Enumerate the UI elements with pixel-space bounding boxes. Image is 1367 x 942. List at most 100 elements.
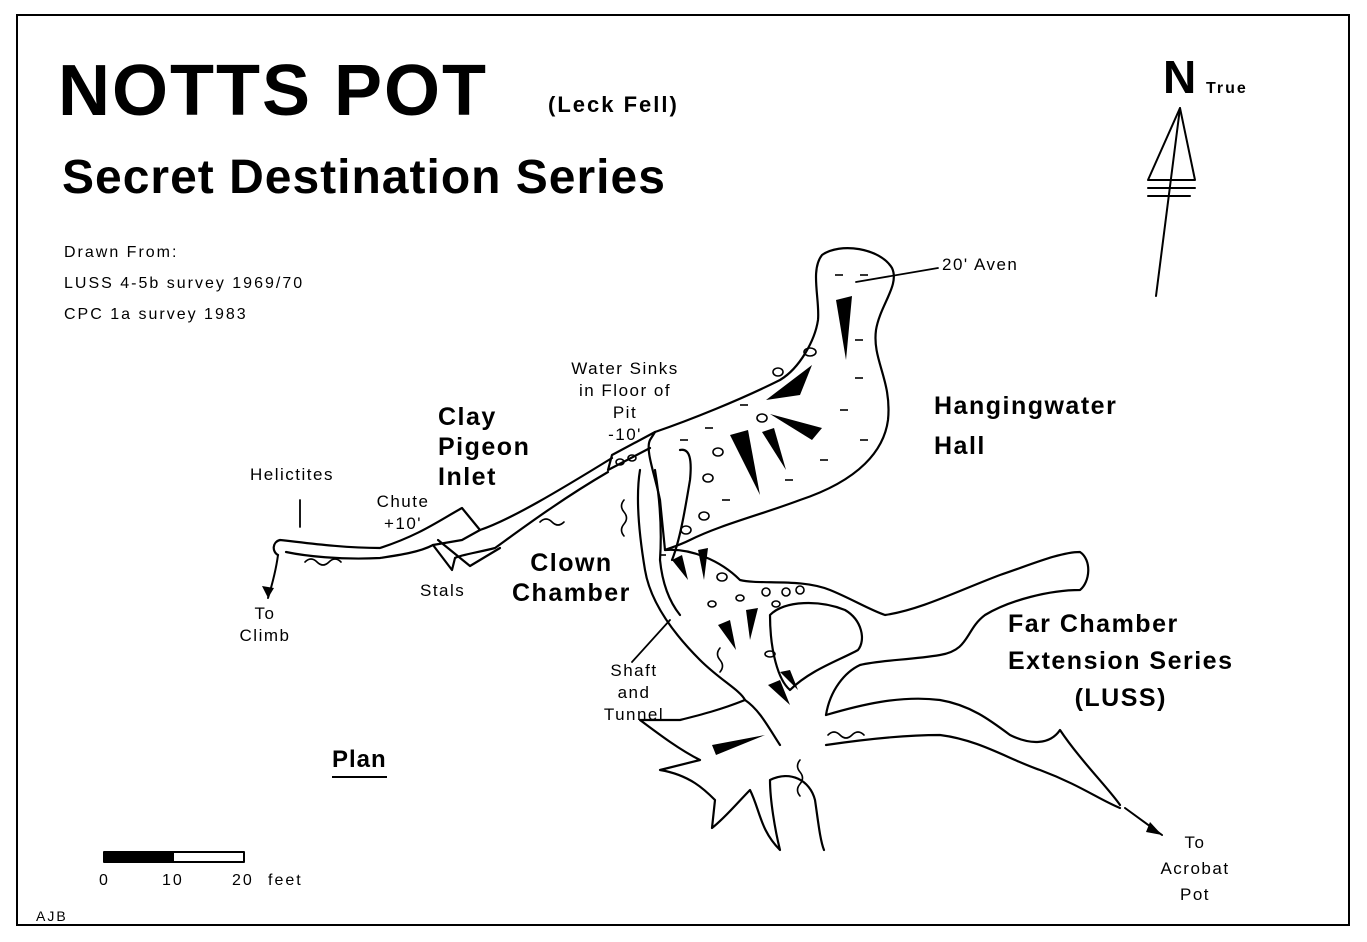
shaft-inner-wall bbox=[653, 468, 682, 617]
aven-tube bbox=[670, 448, 692, 562]
stals-label: Stals bbox=[420, 581, 466, 600]
chute-line1: Chute bbox=[376, 492, 430, 511]
scale-tick-10: 10 bbox=[162, 872, 184, 889]
lower-passage-east bbox=[824, 697, 1122, 807]
helictites-label: Helictites bbox=[250, 465, 334, 484]
stream-squiggle bbox=[304, 558, 342, 566]
north-arrow-shaft bbox=[1155, 107, 1181, 297]
stream-squiggle bbox=[827, 731, 865, 739]
map-title: NOTTS POT bbox=[58, 51, 488, 131]
boulder-wedge bbox=[712, 735, 765, 755]
stream-squiggle bbox=[620, 499, 628, 537]
shaft-pointer bbox=[631, 619, 671, 663]
north-arrow-bar bbox=[1147, 187, 1196, 197]
clay-pigeon-passage-lower bbox=[284, 470, 610, 572]
chute-label: Chute +10' bbox=[370, 491, 436, 535]
stream-squiggle bbox=[796, 759, 804, 797]
acrobat-line2: Acrobat bbox=[1160, 859, 1230, 878]
rock bbox=[707, 600, 717, 608]
clay-pigeon-passage-upper bbox=[272, 456, 614, 557]
boulder-wedge bbox=[672, 555, 688, 580]
boulder-wedge bbox=[836, 296, 852, 360]
to-climb-label: To Climb bbox=[230, 603, 300, 647]
boulder-wedge bbox=[768, 680, 790, 705]
clay-pigeon-label: Clay Pigeon Inlet bbox=[438, 402, 530, 492]
boulder-wedge bbox=[698, 548, 708, 580]
clay-line1: Clay bbox=[438, 403, 497, 431]
rock bbox=[764, 650, 776, 658]
arrowhead bbox=[262, 586, 274, 598]
clown-chamber-inner bbox=[768, 602, 863, 692]
clay-line3: Inlet bbox=[438, 463, 497, 491]
water-sinks-label: Water Sinks in Floor of Pit -10' bbox=[560, 358, 690, 446]
rock bbox=[735, 594, 745, 602]
rock bbox=[761, 587, 771, 597]
plan-label: Plan bbox=[332, 746, 387, 778]
boulder-wedge bbox=[746, 608, 758, 640]
far-line3: (LUSS) bbox=[1074, 684, 1167, 712]
rock bbox=[771, 600, 781, 608]
rock bbox=[702, 473, 714, 483]
shaft-west-wall bbox=[636, 468, 747, 702]
boulder-wedge bbox=[780, 670, 798, 690]
rock bbox=[772, 367, 784, 377]
rock bbox=[615, 458, 625, 466]
boulder-wedge bbox=[770, 414, 822, 440]
scale-tick-20: 20 bbox=[232, 872, 254, 889]
hangingwater-line2: Hall bbox=[934, 432, 986, 460]
far-line1: Far Chamber bbox=[1008, 610, 1179, 638]
to-acrobat-label: To Acrobat Pot bbox=[1150, 830, 1240, 908]
acrobat-line3: Pot bbox=[1179, 885, 1211, 904]
arrowhead bbox=[1146, 822, 1162, 835]
shaft-line2: and bbox=[617, 683, 651, 702]
clown-chamber-label: Clown Chamber bbox=[512, 548, 631, 608]
shaft-label: Shaft and Tunnel bbox=[598, 660, 670, 726]
source-cpc: CPC 1a survey 1983 bbox=[64, 306, 248, 323]
rock bbox=[627, 454, 637, 462]
rock bbox=[803, 347, 817, 357]
scale-bar-fill bbox=[104, 852, 174, 862]
acrobat-line1: To bbox=[1184, 833, 1206, 852]
clown-line1: Clown bbox=[530, 549, 613, 577]
chute-outline bbox=[431, 528, 502, 568]
lower-passage-east-inner bbox=[824, 733, 1122, 810]
to-climb-line1: To bbox=[254, 604, 276, 623]
water-sinks-line3: Pit bbox=[612, 403, 638, 422]
boulder-wedge bbox=[762, 428, 786, 470]
hangingwater-line1: Hangingwater bbox=[934, 392, 1118, 420]
rock bbox=[680, 525, 692, 535]
hangingwater-hall-outline bbox=[647, 247, 895, 552]
aven-pointer bbox=[855, 267, 939, 283]
rock bbox=[756, 413, 768, 423]
boulder-wedge bbox=[718, 620, 736, 650]
lower-passage-west bbox=[743, 698, 782, 747]
stream-squiggle bbox=[539, 518, 565, 526]
shaft-line3: Tunnel bbox=[603, 705, 665, 724]
stream-squiggle bbox=[716, 647, 724, 673]
north-letter: N bbox=[1163, 51, 1197, 103]
aven-label: 20' Aven bbox=[942, 255, 1019, 274]
rock bbox=[698, 511, 710, 521]
shaft-line1: Shaft bbox=[610, 661, 658, 680]
series-title: Secret Destination Series bbox=[62, 151, 666, 204]
author-initials: AJB bbox=[36, 908, 68, 924]
far-line2: Extension Series bbox=[1008, 647, 1234, 675]
source-luss: LUSS 4-5b survey 1969/70 bbox=[64, 275, 305, 292]
water-sinks-line4: -10' bbox=[608, 425, 642, 444]
rock bbox=[716, 572, 728, 582]
rock bbox=[795, 585, 805, 595]
water-sinks-line2: in Floor of bbox=[578, 381, 672, 400]
map-subtitle: (Leck Fell) bbox=[548, 92, 679, 117]
scale-unit: feet bbox=[268, 872, 303, 889]
far-chamber-label: Far Chamber Extension Series (LUSS) bbox=[1008, 606, 1233, 717]
north-true-label: True bbox=[1206, 80, 1248, 97]
boulder-wedge bbox=[766, 365, 812, 400]
water-sinks-line1: Water Sinks bbox=[571, 359, 679, 378]
hangingwater-label: Hangingwater Hall bbox=[934, 386, 1117, 466]
chute-line2: +10' bbox=[383, 514, 423, 533]
scale-tick-0: 0 bbox=[99, 872, 110, 889]
sources-heading: Drawn From: bbox=[64, 244, 179, 261]
map-frame bbox=[16, 14, 1350, 926]
clown-line2: Chamber bbox=[512, 579, 631, 607]
